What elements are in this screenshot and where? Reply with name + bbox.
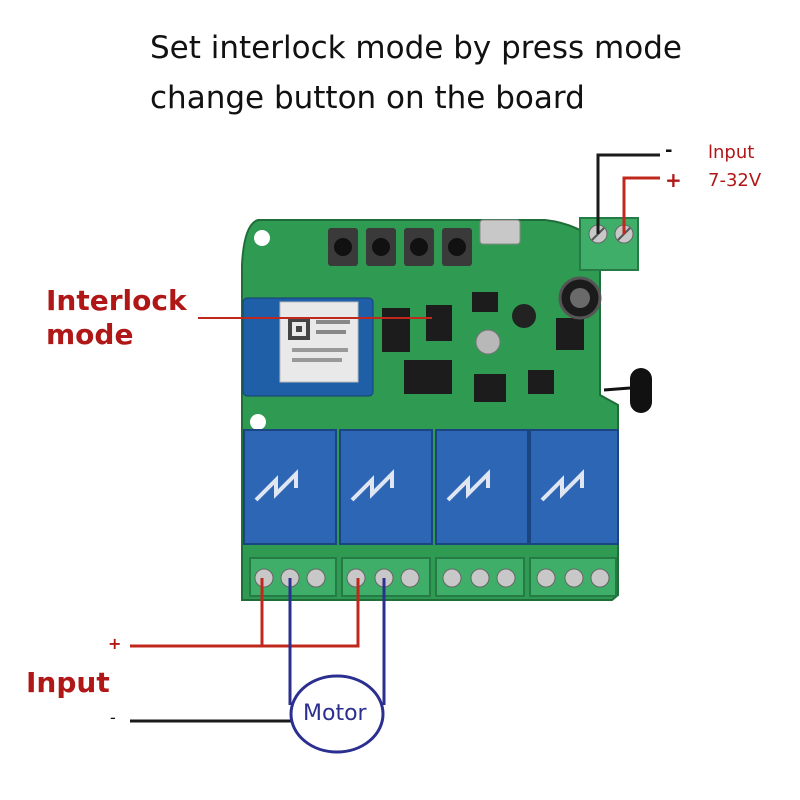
chip (474, 374, 506, 402)
motor-wire-positive-bridge (262, 578, 360, 648)
relay-4 (529, 429, 619, 545)
relay-2 (339, 429, 433, 545)
motor-label: Motor (303, 701, 367, 726)
power-minus-sign: - (665, 140, 673, 161)
power-voltage-label: 7-32V (708, 170, 762, 191)
power-plus-sign: + (665, 168, 682, 192)
relay-3 (435, 429, 529, 545)
power-terminal (579, 217, 639, 271)
push-buttons (328, 228, 472, 266)
chip (382, 308, 410, 352)
chip (528, 370, 554, 394)
antenna (630, 368, 652, 413)
chip (404, 360, 452, 394)
chip (472, 292, 498, 312)
chip (556, 318, 584, 350)
motor-symbol (289, 674, 385, 754)
mount-hole (250, 414, 266, 430)
power-wire-positive (622, 176, 660, 234)
inductor (512, 304, 536, 328)
power-wire-negative (596, 153, 660, 234)
motor-input-label: Input (26, 666, 110, 699)
relay-1 (243, 429, 337, 545)
usb-port (479, 219, 521, 245)
motor-input-minus-sign: - (110, 708, 116, 727)
interlock-button (426, 305, 452, 341)
output-terminals (249, 557, 617, 597)
wifi-module (242, 297, 374, 397)
capacitor (475, 329, 501, 355)
interlock-label-line-1: Interlock (46, 284, 187, 317)
relays (243, 429, 619, 545)
mount-hole (254, 230, 270, 246)
interlock-label-line-2: mode (46, 318, 134, 351)
power-input-label: lnput (708, 142, 755, 163)
motor-input-plus-sign: + (108, 634, 122, 653)
title-line-2: change button on the board (150, 80, 585, 116)
title-line-1: Set interlock mode by press mode (150, 30, 682, 66)
